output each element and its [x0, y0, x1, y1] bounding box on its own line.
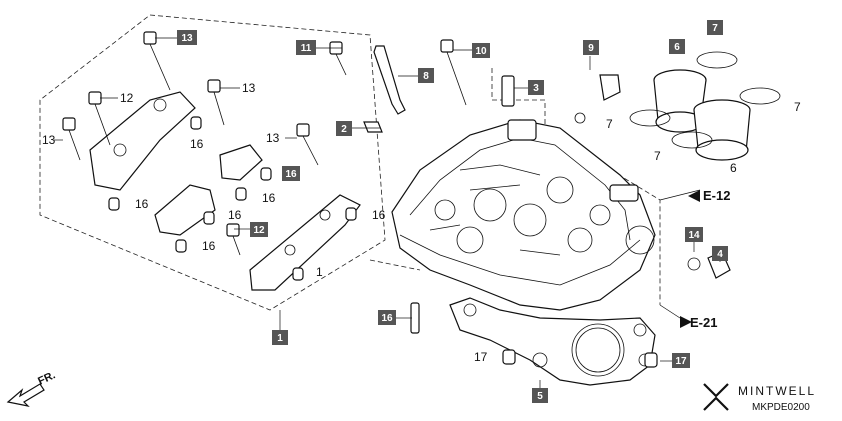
label-13b: 13 — [242, 81, 256, 95]
callout-6: 6 — [674, 42, 680, 53]
callout-8: 8 — [423, 71, 429, 82]
label-16c: 16 — [228, 208, 242, 222]
fr-label: FR. — [36, 369, 57, 387]
callout-14: 14 — [688, 230, 700, 241]
callout-box-10: 10 — [472, 43, 490, 58]
cylinder-head — [391, 119, 656, 311]
callout-17: 17 — [675, 356, 687, 367]
callout-13: 13 — [181, 33, 193, 44]
label-17: 17 — [474, 350, 488, 364]
callout-box-2: 2 — [336, 121, 352, 136]
diagram-code: MKPDE0200 — [752, 402, 810, 413]
callout-box-3: 3 — [528, 80, 544, 95]
front-direction-arrow: FR. — [6, 369, 57, 407]
callout-box-17: 17 — [672, 353, 690, 368]
callout-box-16b: 16 — [378, 310, 396, 325]
brand-logo: MINTWELL MKPDE0200 — [703, 383, 816, 413]
callout-7: 7 — [712, 23, 718, 34]
group-outlines — [39, 14, 661, 311]
label-7b: 7 — [794, 100, 801, 114]
callout-16b: 16 — [381, 313, 393, 324]
label-16d: 16 — [202, 239, 216, 253]
ref-e12-label: E-12 — [703, 188, 730, 203]
callout-box-5: 5 — [532, 388, 548, 403]
callout-box-4: 4 — [712, 246, 728, 261]
camshaft-holders — [89, 91, 361, 291]
callout-box-7: 7 — [707, 20, 723, 35]
label-13a: 13 — [42, 133, 56, 147]
plain-callouts: 12 13 13 13 16 16 16 16 16 16 1 7 7 7 6 … — [42, 81, 801, 364]
callout-9: 9 — [588, 43, 594, 54]
callout-box-1: 1 — [272, 330, 288, 345]
label-1: 1 — [316, 265, 323, 279]
bolts — [62, 31, 467, 334]
callout-box-9: 9 — [583, 40, 599, 55]
callout-10: 10 — [475, 46, 487, 57]
callout-box-11: 11 — [296, 40, 316, 55]
callout-box-14: 14 — [685, 227, 703, 242]
label-7a: 7 — [606, 117, 613, 131]
callout-16: 16 — [285, 169, 297, 180]
label-16e: 16 — [262, 191, 276, 205]
leader-lines — [54, 37, 721, 388]
label-13c: 13 — [266, 131, 280, 145]
label-16f: 16 — [372, 208, 386, 222]
callout-box-6: 6 — [669, 39, 685, 54]
callout-box-13: 13 — [177, 30, 197, 45]
callout-box-8: 8 — [418, 68, 434, 83]
callout-5: 5 — [537, 391, 543, 402]
callout-3: 3 — [533, 83, 539, 94]
callout-2: 2 — [341, 124, 347, 135]
brand-name: MINTWELL — [738, 384, 816, 398]
head-gasket — [449, 297, 656, 386]
callout-box-12: 12 — [250, 222, 268, 237]
callout-box-16: 16 — [282, 166, 300, 181]
brand-mark-icon — [703, 383, 729, 411]
label-16a: 16 — [190, 137, 204, 151]
insulators-and-clamps — [629, 51, 781, 161]
reference-e21: E-21 — [680, 315, 717, 330]
callout-11: 11 — [301, 43, 312, 54]
label-7c: 7 — [654, 149, 661, 163]
callout-1: 1 — [277, 333, 283, 344]
dowel-pins — [108, 116, 658, 368]
label-12: 12 — [120, 91, 134, 105]
callout-4: 4 — [717, 249, 723, 260]
callout-12: 12 — [253, 225, 265, 236]
label-6: 6 — [730, 161, 737, 175]
ref-e21-label: E-21 — [690, 315, 717, 330]
reference-e12: E-12 — [688, 188, 730, 203]
label-16b: 16 — [135, 197, 149, 211]
